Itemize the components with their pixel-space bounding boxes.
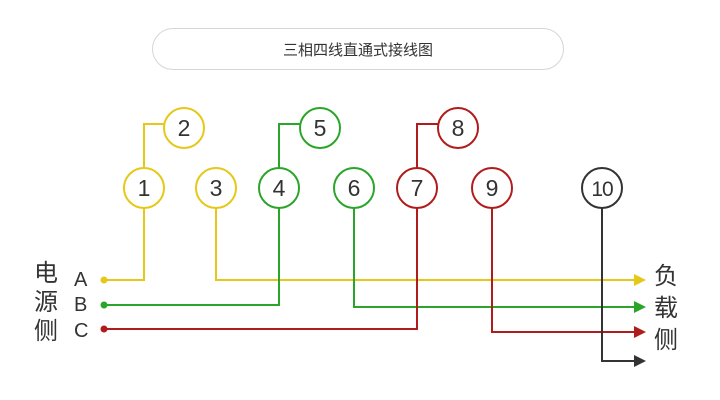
wires-layer (100, 123, 646, 367)
terminal-8-ring (437, 107, 479, 149)
wire-5-to-4 (278, 123, 300, 168)
terminal-9-label: 9 (486, 175, 499, 201)
terminal-2-ring (163, 107, 205, 149)
terminal-5-ring (299, 107, 341, 149)
arrow-load-a (634, 274, 646, 286)
terminal-3: 3 (195, 167, 237, 209)
terminal-7-ring (396, 167, 438, 209)
terminal-10: 10 (581, 167, 623, 209)
terminal-2-label: 2 (178, 115, 191, 141)
source-label-1: 电 (34, 259, 58, 287)
phase-label-b: B (74, 294, 88, 316)
terminal-3-ring (195, 167, 237, 209)
wire-8-to-7 (416, 123, 438, 168)
arrow-load-b (634, 301, 646, 313)
terminal-4: 4 (258, 167, 300, 209)
terminal-6-label: 6 (348, 175, 361, 201)
wire-6-to-load-b (353, 208, 634, 308)
terminal-3-label: 3 (210, 175, 223, 201)
wire-a-source-to-1 (104, 208, 145, 281)
terminal-8-label: 8 (452, 115, 465, 141)
source-label-3: 侧 (34, 317, 58, 345)
terminal-1-ring (123, 167, 165, 209)
terminal-9: 9 (471, 167, 513, 209)
diagram-title: 三相四线直通式接线图 (152, 28, 564, 70)
wire-b-source-to-4 (104, 208, 280, 306)
terminals-layer: 1 2 3 4 5 6 7 8 9 10 (123, 107, 623, 209)
wire-3-to-load-a (215, 208, 634, 281)
phase-label-c: C (74, 320, 89, 342)
phase-label-a: A (74, 269, 88, 291)
terminal-5: 5 (299, 107, 341, 149)
terminal-4-label: 4 (273, 175, 286, 201)
wire-10-to-load-n (601, 208, 634, 362)
terminal-7-label: 7 (411, 175, 424, 201)
terminal-6-ring (333, 167, 375, 209)
load-label-1: 负 (654, 262, 678, 290)
terminal-1-label: 1 (138, 175, 151, 201)
terminal-5-label: 5 (314, 115, 327, 141)
wire-9-to-load-c (491, 208, 634, 333)
terminal-9-ring (471, 167, 513, 209)
arrow-load-n (634, 355, 646, 367)
wire-c-source-to-7 (104, 208, 418, 330)
terminal-4-ring (258, 167, 300, 209)
terminal-8: 8 (437, 107, 479, 149)
terminal-7: 7 (396, 167, 438, 209)
terminal-1: 1 (123, 167, 165, 209)
terminal-10-label: 10 (591, 178, 613, 201)
wire-2-to-1 (143, 123, 164, 168)
terminal-6: 6 (333, 167, 375, 209)
arrow-load-c (634, 326, 646, 338)
terminal-10-ring (581, 167, 623, 209)
load-label-3: 侧 (654, 326, 678, 354)
source-label-2: 源 (34, 288, 58, 316)
terminal-2: 2 (163, 107, 205, 149)
load-label-2: 载 (654, 294, 678, 322)
